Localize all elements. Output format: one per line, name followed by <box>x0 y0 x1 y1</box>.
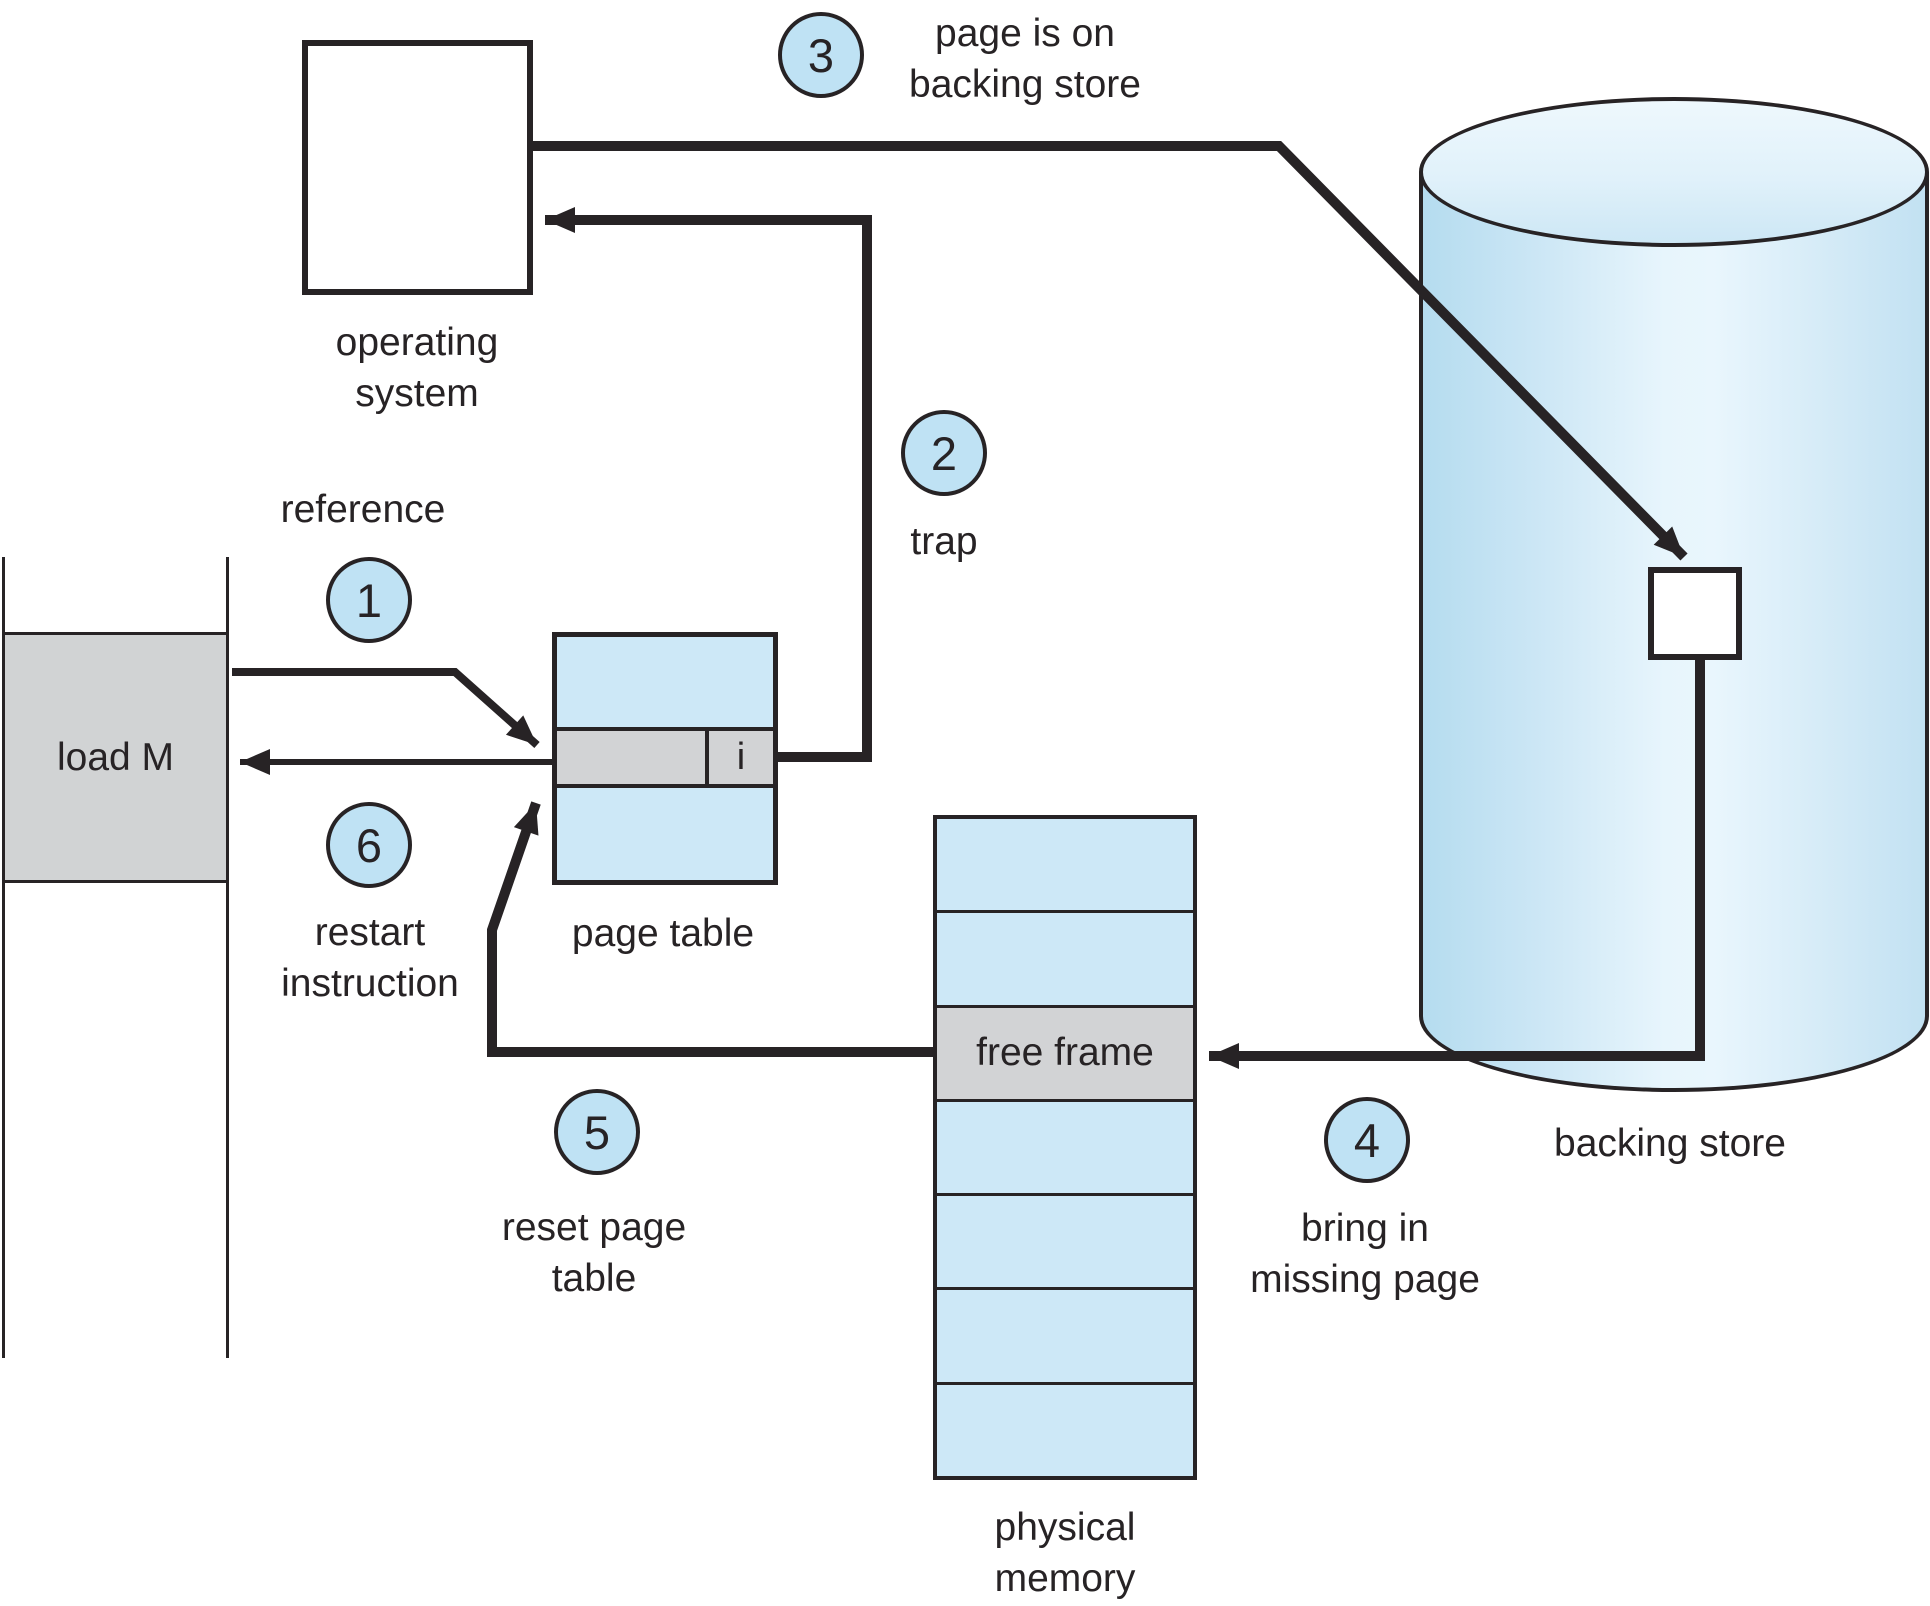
step-circle-4: 4 <box>1324 1097 1410 1183</box>
step-circle-6: 6 <box>326 802 412 888</box>
memory-frame-row <box>937 1193 1193 1287</box>
memory-frame-row <box>937 1098 1193 1193</box>
invalid-flag: i <box>736 736 746 778</box>
memory-frame-row <box>937 1381 1193 1476</box>
step-circle-3: 3 <box>778 12 864 98</box>
page-table-label: page table <box>571 912 755 955</box>
arrow-step5-reset <box>487 801 933 1057</box>
arrow-step4-bring-in <box>1209 655 1705 1069</box>
operating-system-box <box>302 40 533 295</box>
page-on-disk-square <box>1648 567 1742 660</box>
memory-frame-row <box>937 910 1193 1004</box>
step-circle-2: 2 <box>901 410 987 496</box>
arrow-step2-trap <box>545 207 872 762</box>
step2-label: trap <box>910 520 978 563</box>
process-strip-right-line <box>226 557 229 1358</box>
page-table-invalid-cell: i <box>705 731 773 784</box>
page-table-entry-row: i <box>557 727 773 788</box>
step-circle-5: 5 <box>554 1089 640 1175</box>
arrow-step1-reference <box>232 668 540 748</box>
free-frame-row: free frame <box>937 1004 1193 1099</box>
backing-store-label: backing store <box>1554 1122 1786 1165</box>
load-m-label: load M <box>56 735 175 779</box>
memory-frame-row <box>937 1287 1193 1381</box>
physical-memory-box: free frame <box>933 815 1197 1480</box>
free-frame-label: free frame <box>976 1031 1154 1075</box>
step-circle-1: 1 <box>326 557 412 643</box>
step1-label: reference <box>280 488 446 531</box>
process-strip-left-line <box>2 557 5 1358</box>
load-m-box: load M <box>2 632 229 883</box>
arrow-step3-locate-page <box>533 141 1688 561</box>
page-table-box: i <box>552 632 778 885</box>
backing-store-cylinder-top-ellipse <box>1419 97 1929 247</box>
